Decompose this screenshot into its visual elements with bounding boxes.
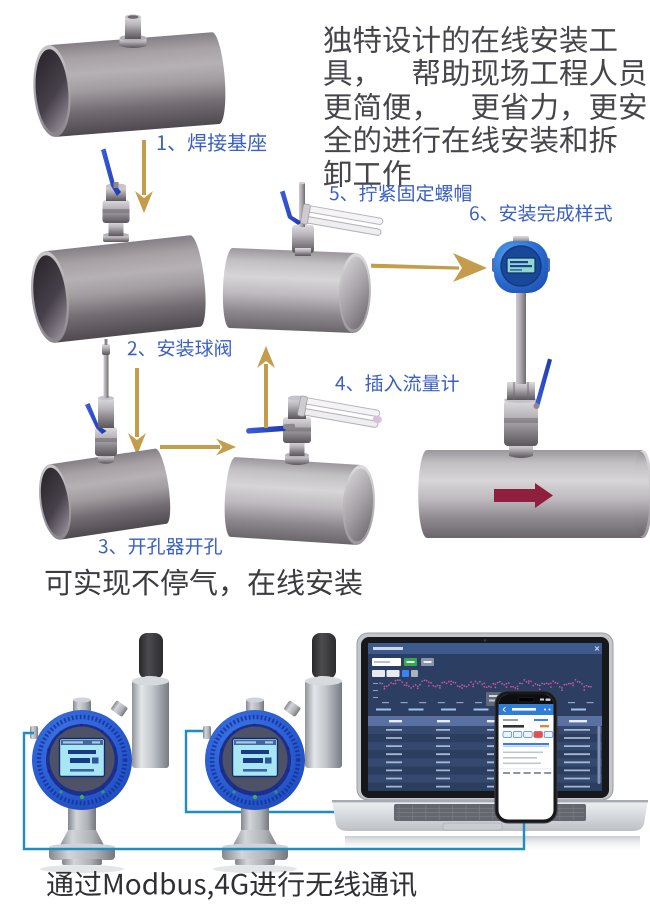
laptop: [332, 632, 648, 852]
phone-chip-button-3[interactable]: [523, 731, 533, 738]
phone-tab-2[interactable]: [513, 772, 521, 774]
intro-line-4-glyphs: [323, 125, 617, 154]
dashboard-title-bar: [368, 643, 602, 654]
step-5-label-glyphs: [329, 184, 472, 202]
phone-tab-3[interactable]: [523, 772, 531, 774]
gas-transmitter-2: [203, 633, 342, 873]
hole-opener-rig: [85, 339, 117, 464]
intro-line-1-glyphs: [323, 25, 617, 54]
pedestal-2: [222, 805, 288, 865]
step-6-label: 6、安装完成样式: [469, 204, 613, 227]
dashboard-close-icon[interactable]: [594, 646, 600, 651]
step-4-label: 4、插入流量计: [335, 374, 460, 397]
arrow-step-5: [371, 253, 487, 282]
modbus-wire-1: [22, 731, 526, 851]
antenna-unit-2: [305, 633, 342, 768]
valve-with-meter-rod: [280, 181, 314, 256]
phone-chip-button-4[interactable]: [533, 731, 543, 738]
phone-chip-button-1[interactable]: [502, 731, 512, 738]
smartphone: [494, 690, 559, 824]
intro-line-4: 全的进行在线安装和拆: [323, 125, 618, 162]
webcam-icon: [483, 639, 487, 642]
intro-line-1: 独特设计的在线安装工: [323, 25, 618, 62]
step-1-label: 1、焊接基座: [156, 133, 267, 158]
laptop-dashboard: [368, 643, 602, 791]
step-2-label: 2、安装球阀: [127, 339, 233, 362]
intro-line-2: 具， 帮助现场工程人员: [323, 59, 647, 95]
mid-heading: 可实现不停气，在线安装: [44, 568, 363, 604]
phone-back-icon[interactable]: [502, 706, 506, 713]
step-2-label-glyphs: [127, 339, 231, 357]
bottom-caption: 通过Modbus,4G进行无线通讯: [46, 870, 417, 905]
pedestal-1: [49, 805, 115, 865]
dashboard-apply-button[interactable]: [402, 670, 409, 677]
phone-tab-4[interactable]: [533, 772, 541, 774]
flow-direction-arrow: [494, 483, 553, 508]
phone-side-button: [557, 728, 559, 740]
dashboard-chart: [379, 678, 592, 692]
arrow-step-1: [135, 140, 153, 213]
installation-tool-handles: [300, 203, 384, 236]
arrow-step-4: [257, 346, 275, 428]
phone-notch: [517, 697, 535, 703]
dashboard-filter-select-2[interactable]: [386, 670, 400, 677]
pipe-step-1: [33, 32, 226, 137]
step-5-label: 5、拧紧固定螺帽: [329, 184, 473, 207]
step-1-label-glyphs: [157, 133, 267, 152]
dashboard-filter-select-1[interactable]: [372, 670, 385, 677]
phone-app-content: [500, 719, 554, 774]
pipe-step-3: [38, 448, 171, 540]
arrow-step-3: [160, 438, 236, 456]
installation-diagram: [31, 14, 650, 545]
ball-valve: [101, 148, 130, 242]
phone-tab-5[interactable]: [544, 772, 552, 774]
phone-chip-button-2[interactable]: [512, 731, 523, 738]
wireless-communication-scene: [22, 632, 648, 873]
phone-tab-1[interactable]: [503, 772, 510, 774]
lcd-display-2: [231, 737, 279, 778]
dashboard-scrollbar[interactable]: [597, 726, 601, 784]
laptop-touchpad[interactable]: [442, 822, 503, 831]
gas-transmitter-1: [30, 633, 169, 873]
installation-tool-handles: [297, 395, 382, 428]
arrow-step-2: [128, 368, 146, 455]
step-3-label-glyphs: [98, 537, 222, 555]
table-header-row: [368, 716, 602, 726]
lcd-display-1: [58, 737, 106, 778]
pipe-step-4: [224, 457, 375, 545]
modbus-wire-2: [184, 729, 362, 814]
dashboard-clear-button[interactable]: [411, 670, 418, 677]
phone-chip-button-5[interactable]: [543, 731, 554, 738]
installed-flow-meter: [492, 236, 552, 458]
step-3-label: 3、开孔器开孔: [98, 537, 223, 560]
pipe-step-5: [222, 248, 371, 333]
intro-line-2-glyphs: [324, 59, 646, 88]
pipe-step-2: [31, 235, 206, 343]
mid-heading-glyphs: [45, 568, 362, 597]
bottom-caption-glyphs: [47, 870, 417, 900]
welded-base-nozzle: [119, 14, 147, 48]
dashboard-table-rows: [368, 726, 602, 791]
step-6-label-glyphs: [470, 204, 612, 222]
intro-line-3-glyphs: [324, 92, 646, 121]
intro-line-3: 更简便， 更省力，更安: [323, 92, 647, 129]
step-4-label-glyphs: [335, 374, 459, 392]
antenna-unit-1: [132, 633, 169, 768]
